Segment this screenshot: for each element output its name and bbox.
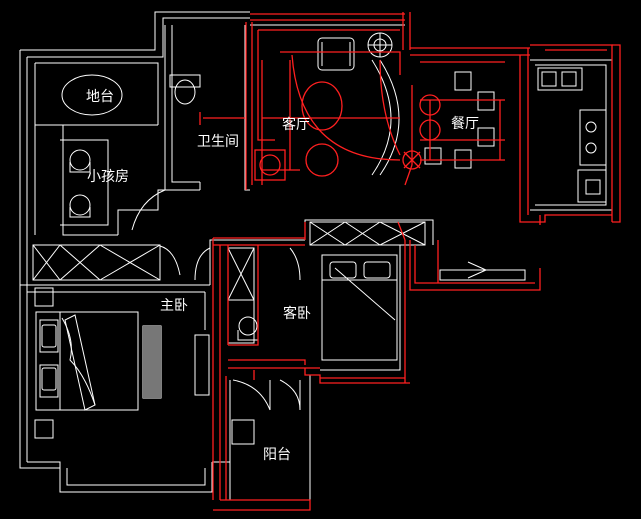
dining-table-icon	[424, 71, 495, 169]
room-labels: 地台 小孩房 卫生间 客厅 餐厅 主卧 客卧 阳台	[86, 89, 479, 463]
armchair-icon	[317, 37, 355, 71]
kids-chair-2	[69, 194, 91, 216]
toilet-icon	[169, 74, 201, 105]
sofa-icon	[371, 59, 392, 176]
kids-chair-1	[69, 149, 91, 171]
furniture	[41, 32, 601, 411]
stove-area	[579, 109, 607, 166]
terrace-table	[61, 74, 123, 116]
outer-wall-top-left	[20, 11, 250, 51]
sink-icon	[541, 71, 577, 87]
fridge	[577, 169, 607, 203]
plant-icon	[367, 32, 393, 58]
label-kids-room: 小孩房	[87, 169, 129, 185]
outer-wall-left	[19, 50, 60, 469]
sink	[537, 67, 583, 91]
guest-bed-frame	[321, 254, 398, 361]
label-master-bedroom: 主卧	[160, 298, 188, 314]
label-guest-bedroom: 客卧	[283, 305, 311, 322]
label-balcony: 阳台	[263, 447, 291, 463]
new-walls-red	[199, 12, 621, 511]
existing-walls	[19, 11, 613, 501]
label-living-room: 客厅	[282, 116, 310, 133]
master-bed-frame	[35, 311, 139, 411]
label-dining-room: 餐厅	[451, 116, 479, 132]
dining-chair-1	[419, 94, 441, 116]
label-terrace: 地台	[86, 89, 114, 105]
stove-icon	[585, 121, 597, 154]
master-wardrobe-fill	[143, 326, 161, 398]
living-coffee-table	[301, 81, 343, 131]
balcony-washer	[231, 419, 255, 445]
fridge-icon	[585, 179, 601, 195]
label-bathroom: 卫生间	[197, 134, 239, 150]
bed-icon	[41, 314, 96, 411]
